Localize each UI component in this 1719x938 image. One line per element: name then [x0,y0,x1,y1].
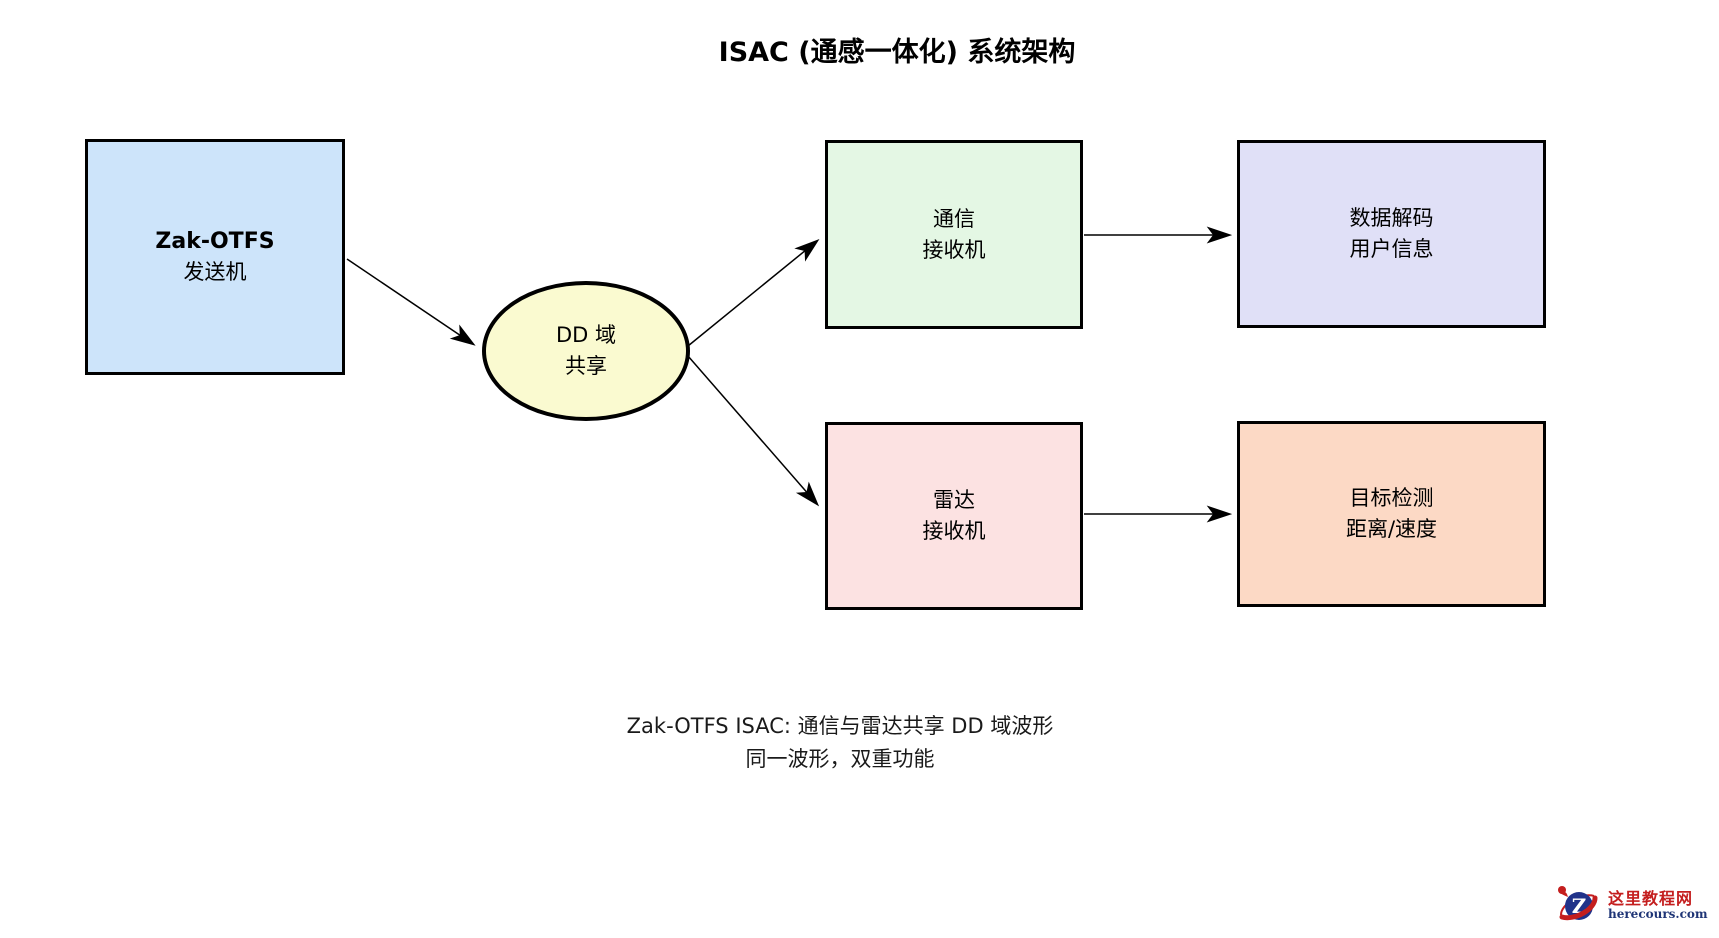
radar-receiver-label-line1: 雷达 [933,488,975,512]
caption: Zak-OTFS ISAC: 通信与雷达共享 DD 域波形 同一波形，双重功能 [627,710,1054,776]
radar-receiver-node: 雷达 接收机 [825,422,1083,610]
dd-domain-label-line2: 共享 [565,354,607,378]
caption-line-2: 同一波形，双重功能 [745,747,935,771]
watermark-site-url: herecours.com [1608,907,1708,922]
comm-receiver-label-line1: 通信 [933,206,975,231]
diagram-title: ISAC (通感一体化) 系统架构 [718,37,1076,68]
watermark-site-name: 这里教程网 [1608,889,1694,909]
caption-line-1: Zak-OTFS ISAC: 通信与雷达共享 DD 域波形 [626,714,1054,738]
data-decode-node: 数据解码 用户信息 [1237,140,1546,328]
radar-receiver-label-line2: 接收机 [922,519,986,543]
target-detect-label-line1: 目标检测 [1349,486,1434,510]
dd-domain-ellipse: DD 域 共享 [482,281,690,421]
transmitter-node: Zak-OTFS 发送机 [85,139,345,375]
comm-receiver-node: 通信 接收机 [825,140,1083,329]
target-detect-node: 目标检测 距离/速度 [1237,421,1546,607]
dd-domain-label-line1: DD 域 [555,323,617,347]
z-logo-icon: Z [1558,886,1598,921]
target-detect-label-line2: 距离/速度 [1345,517,1438,541]
watermark-text: 这里教程网 herecours.com [1608,889,1708,922]
arrow-dd-to-comm [687,238,820,347]
watermark-logo: Z 这里教程网 herecours.com [1553,880,1713,932]
transmitter-label-line2: 发送机 [183,260,247,284]
data-decode-label-line2: 用户信息 [1349,237,1434,261]
transmitter-label-line1: Zak-OTFS [155,229,275,254]
arrow-dd-to-radar [687,355,820,507]
data-decode-label-line1: 数据解码 [1349,206,1434,230]
comm-receiver-label-line2: 接收机 [922,237,986,262]
arrow-transmitter-to-dd [346,258,476,346]
